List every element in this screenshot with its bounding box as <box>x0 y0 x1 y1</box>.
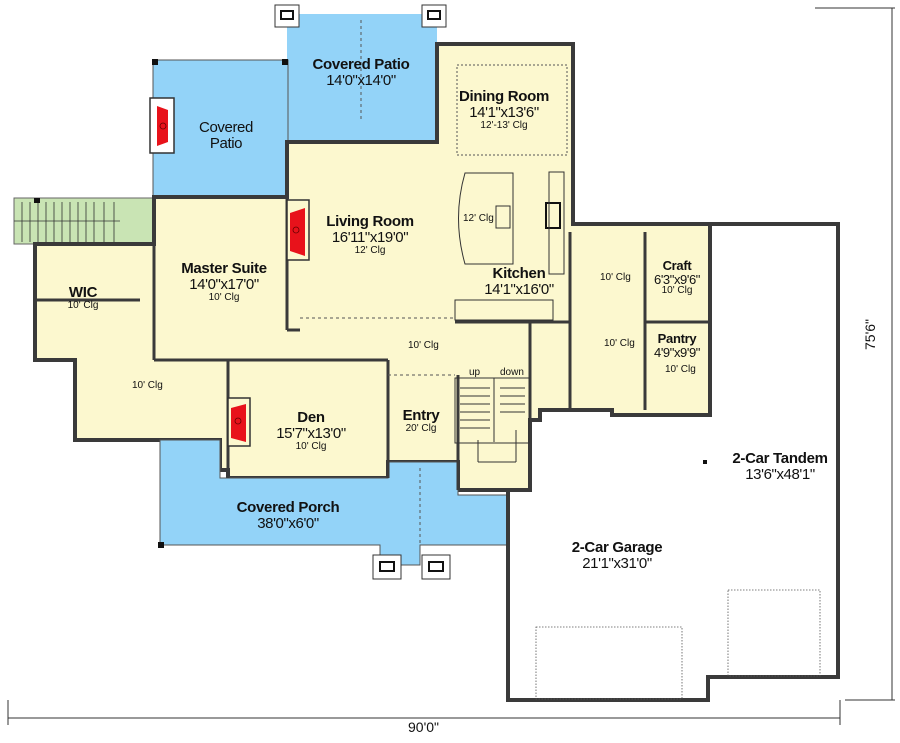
room-name: Entry <box>402 407 440 424</box>
room-kitchen: Kitchen 14'1"x16'0" <box>484 266 554 298</box>
room-dimensions: 15'7"x13'0" <box>276 424 346 442</box>
room-wic: WIC 10' Clg <box>68 285 99 311</box>
room-covered-patio-top: Covered Patio 14'0"x14'0" <box>313 57 410 89</box>
room-name: WIC <box>68 284 98 301</box>
garage-floor <box>506 222 840 702</box>
mudroom-ceiling: 10' Clg <box>600 272 631 283</box>
covered-patio-left-area <box>152 59 289 198</box>
room-2-car-tandem: 2-Car Tandem 13'6"x48'1" <box>732 450 828 483</box>
room-dining-room: Dining Room 14'1"x13'6" 12'-13' Clg <box>459 89 549 131</box>
room-name: Dining Room <box>458 88 550 105</box>
laundry-ceiling: 10' Clg <box>604 338 635 349</box>
room-name: Craft <box>662 258 692 273</box>
room-craft: Craft 6'3"x9'6" 10' Clg <box>654 259 700 297</box>
room-2-car-garage: 2-Car Garage 21'1"x31'0" <box>572 540 663 572</box>
room-ceiling: 12'-13' Clg <box>480 119 528 131</box>
stair-down-label: down <box>500 367 524 378</box>
room-name: 2-Car Tandem <box>732 450 828 467</box>
room-dimensions: 38'0"x6'0" <box>257 514 319 532</box>
room-dimensions: 16'11"x19'0" <box>331 228 409 246</box>
room-name: 2-Car Garage <box>571 539 663 556</box>
room-covered-patio-left: Covered Patio <box>196 120 256 152</box>
porch-columns <box>274 4 451 580</box>
room-covered-porch: Covered Porch 38'0"x6'0" <box>237 500 340 532</box>
overall-depth-dimension: 75'6" <box>862 318 878 350</box>
master-bath-ceiling: 10' Clg <box>132 380 163 391</box>
room-name: Kitchen <box>492 265 546 282</box>
room-dimensions: 13'6"x48'1" <box>745 465 815 483</box>
room-ceiling: 10' Clg <box>661 285 693 297</box>
room-living-room: Living Room 16'11"x19'0" 12' Clg <box>326 214 414 256</box>
room-dimensions: 14'1"x16'0" <box>484 280 554 298</box>
room-name: Covered Patio <box>312 56 410 73</box>
room-master-suite: Master Suite 14'0"x17'0" 10' Clg <box>181 261 267 303</box>
room-ceiling: 10' Clg <box>295 440 327 452</box>
room-dimensions: 14'1"x13'6" <box>469 103 539 121</box>
fireplace-icons <box>149 97 310 447</box>
stair-up-label: up <box>469 367 481 378</box>
room-ceiling: 10' Clg <box>67 299 99 311</box>
room-ceiling: 12' Clg <box>354 244 386 256</box>
overall-width-dimension: 90'0" <box>408 719 440 735</box>
hall-ceiling: 10' Clg <box>408 340 439 351</box>
room-dimensions: 14'0"x14'0" <box>326 71 396 89</box>
room-name: Pantry <box>657 331 697 346</box>
room-name: Covered Porch <box>236 499 340 516</box>
pantry-ceiling: 10' Clg <box>665 364 696 375</box>
room-name: Covered Patio <box>199 119 253 152</box>
room-dimensions: 14'0"x17'0" <box>189 275 259 293</box>
room-den: Den 15'7"x13'0" 10' Clg <box>276 410 346 452</box>
room-dimensions: 21'1"x31'0" <box>582 554 652 572</box>
covered-patio-top-area <box>287 14 437 144</box>
room-dimensions: 4'9"x9'9" <box>653 344 701 360</box>
room-dimensions: 6'3"x9'6" <box>653 271 701 287</box>
room-name: Living Room <box>326 213 414 230</box>
room-pantry: Pantry 4'9"x9'9" <box>654 332 700 359</box>
room-name: Master Suite <box>181 260 267 277</box>
room-ceiling: 20' Clg <box>405 422 437 434</box>
kitchen-ceiling: 12' Clg <box>463 213 494 224</box>
room-ceiling: 10' Clg <box>208 291 240 303</box>
room-name: Den <box>297 409 325 426</box>
room-entry: Entry 20' Clg <box>403 408 440 434</box>
